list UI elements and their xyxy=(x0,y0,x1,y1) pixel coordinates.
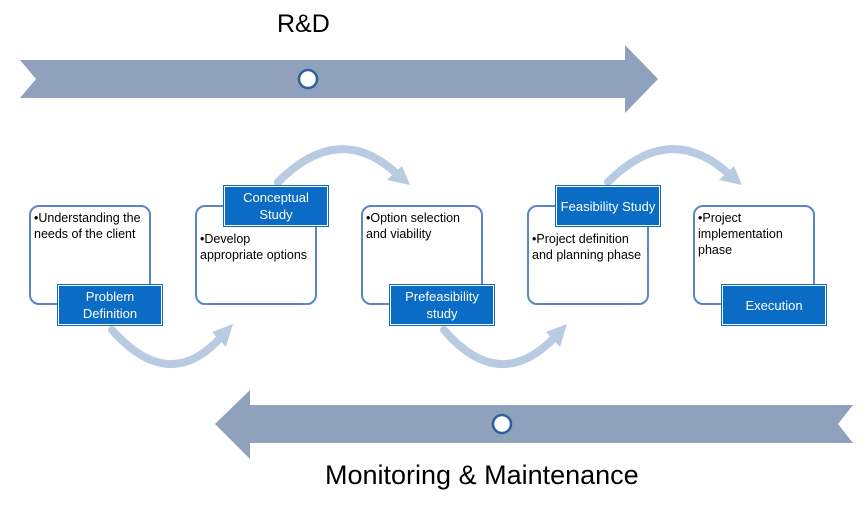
curve-arrow-3 xyxy=(440,326,560,369)
curve-arrow-4 xyxy=(604,145,734,186)
curve-arrowhead-3 xyxy=(546,324,567,347)
stage-tag-prefeasibility-study: Prefeasibility study xyxy=(390,285,494,325)
rd-arrow xyxy=(20,45,658,113)
stage-bullet-conceptual-study: •Develop appropriate options xyxy=(200,232,308,262)
stage-bullet-feasibility-study: •Project definition and planning phase xyxy=(532,232,642,262)
curve-arrowhead-4 xyxy=(719,166,742,185)
rd-label: R&D xyxy=(277,10,330,38)
curve-arrowhead-1 xyxy=(212,324,233,347)
rd-marker xyxy=(297,68,319,90)
curve-arrowhead-2 xyxy=(387,166,410,185)
monitoring-arrow xyxy=(215,390,853,459)
stage-tag-conceptual-study: Conceptual Study xyxy=(224,186,328,226)
monitoring-marker xyxy=(491,413,513,435)
curve-arrow-2 xyxy=(274,145,402,186)
curve-arrow-1 xyxy=(108,326,226,369)
stage-bullet-problem-definition: •Understanding the needs of the client xyxy=(34,211,141,241)
stage-tag-feasibility-study: Feasibility Study xyxy=(556,186,660,226)
stage-tag-execution: Execution xyxy=(722,285,826,325)
stage-bullet-prefeasibility-study: •Option selection and viability xyxy=(366,211,461,241)
stage-tag-problem-definition: Problem Definition xyxy=(58,285,162,325)
stage-bullet-execution: •Project implementation phase xyxy=(698,211,783,257)
monitoring-label: Monitoring & Maintenance xyxy=(325,460,639,490)
